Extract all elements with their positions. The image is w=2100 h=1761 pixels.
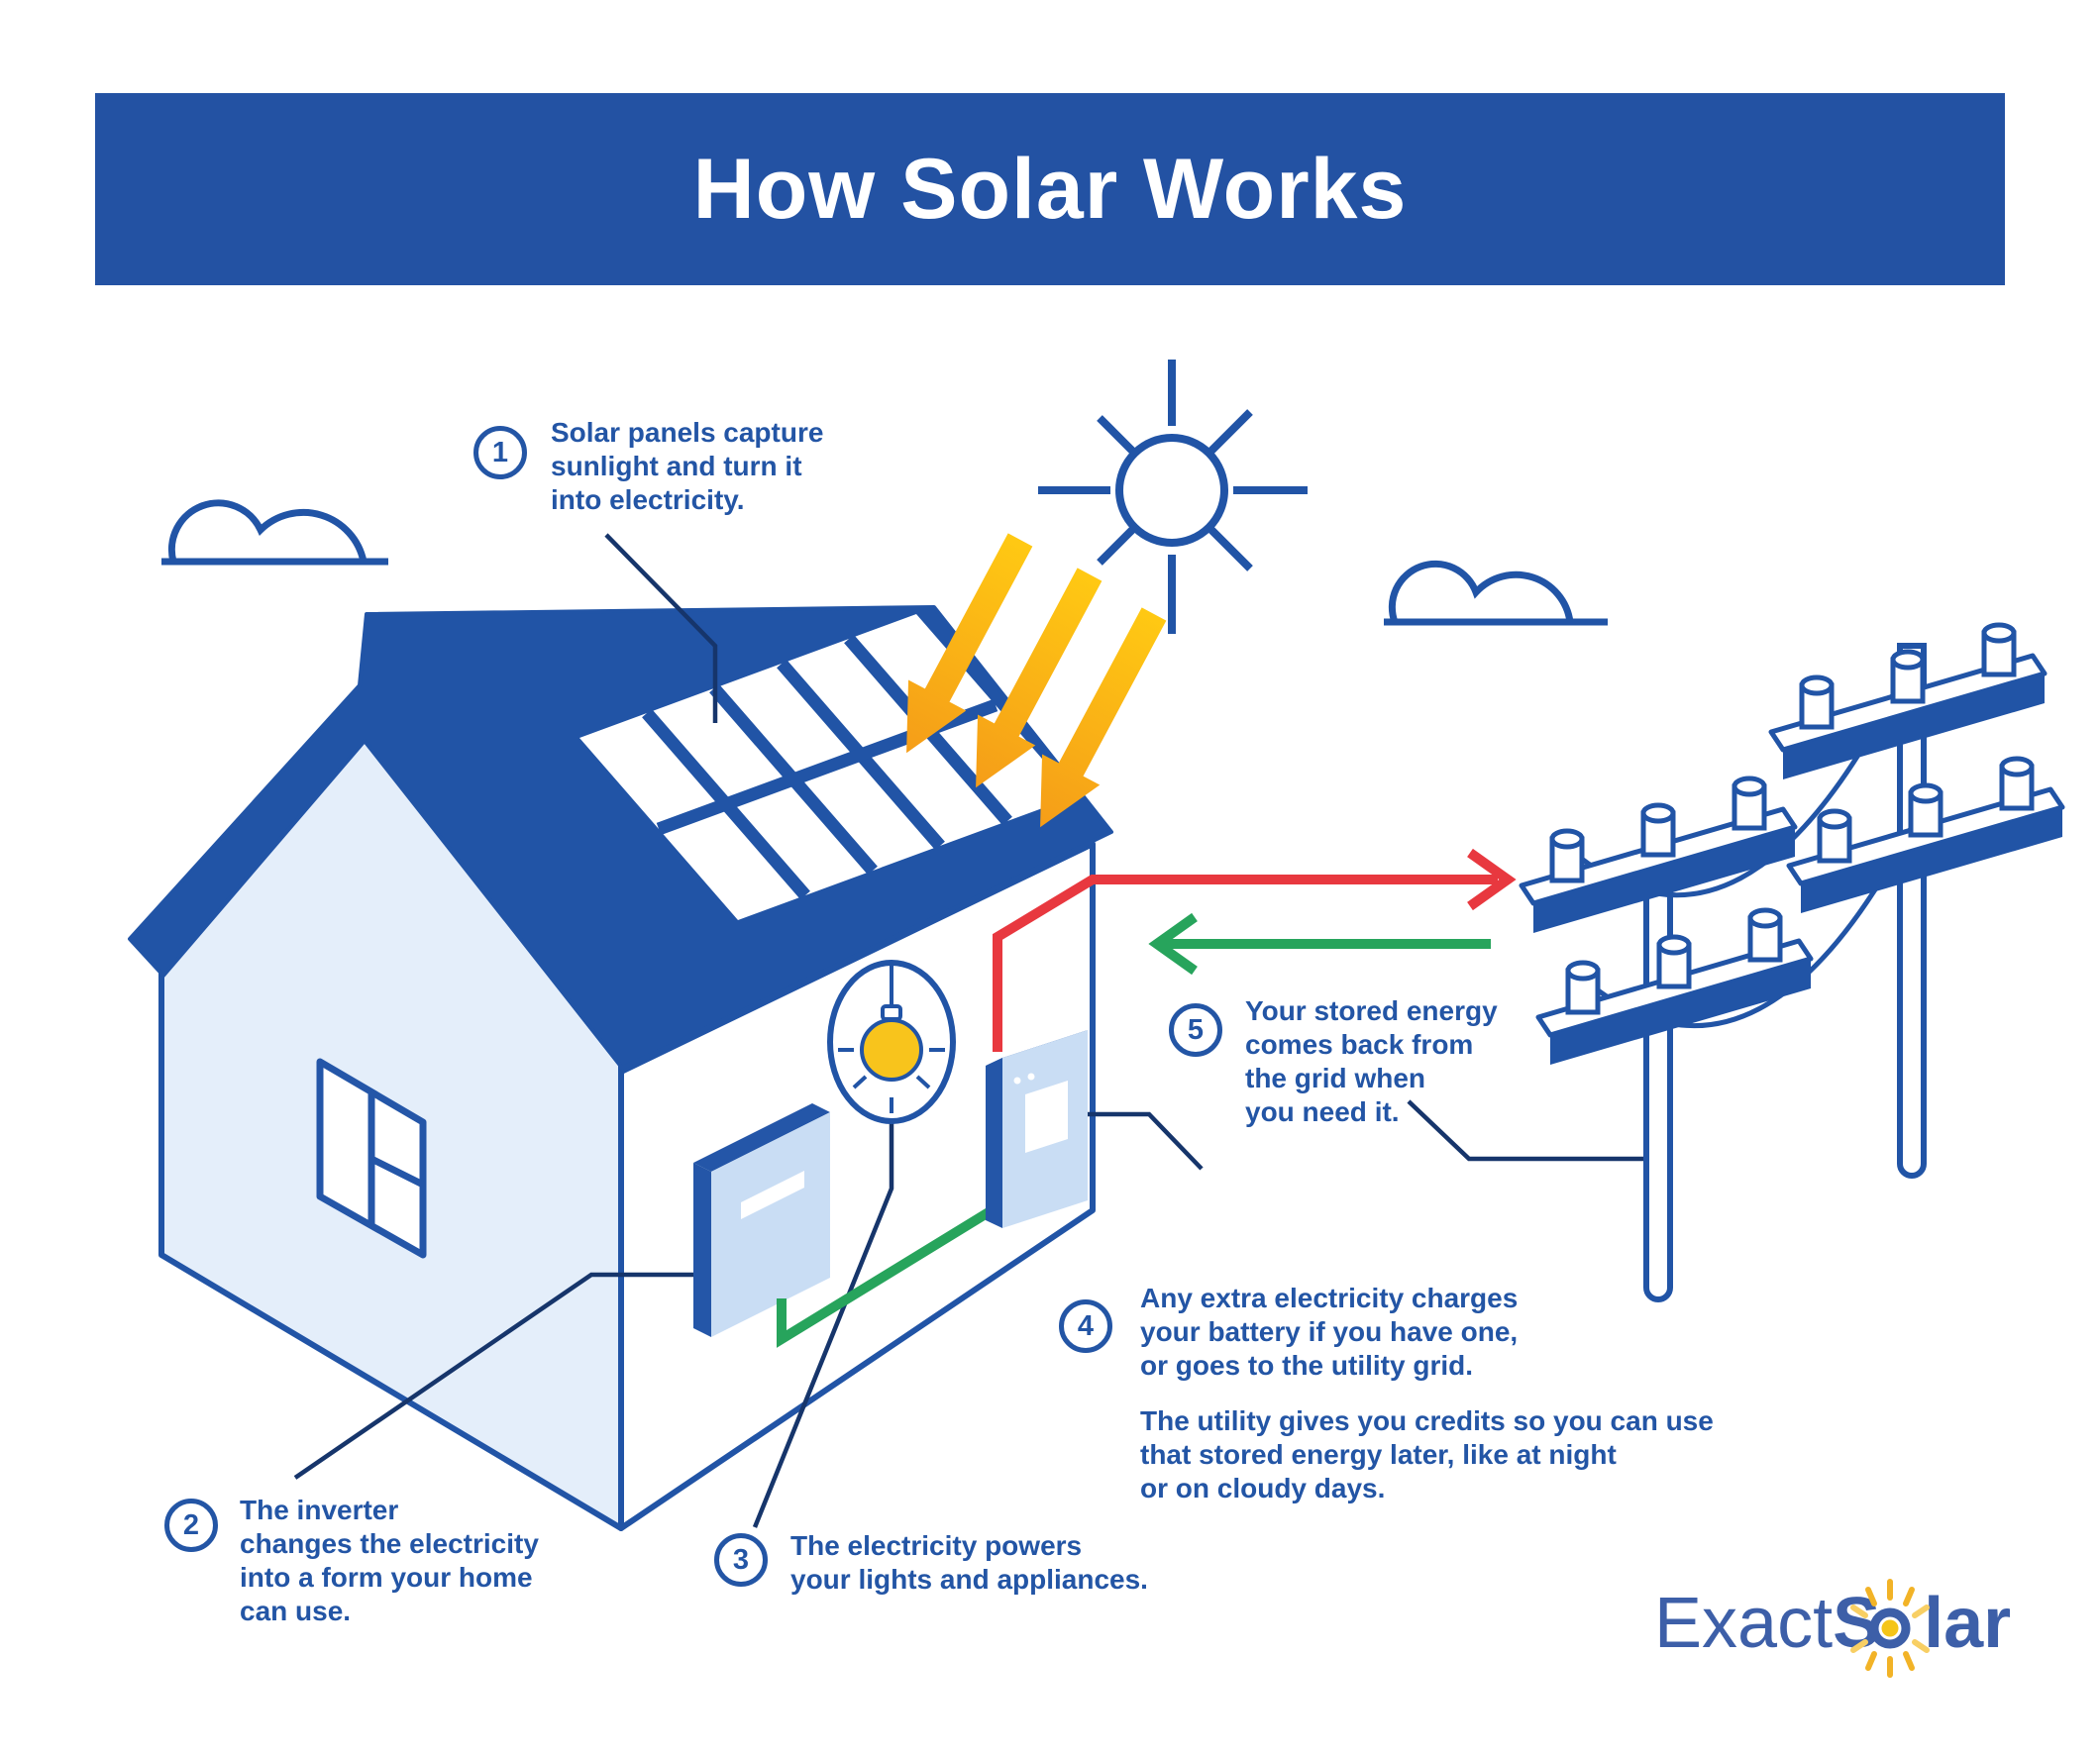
step-5-text: Your stored energy comes back from the g… xyxy=(1245,995,1498,1127)
logo-text-exact: Exact xyxy=(1654,1584,1834,1663)
step-3-number-label: 3 xyxy=(732,1543,750,1576)
step-2-number: 2 xyxy=(164,1499,218,1552)
sun-icon xyxy=(1038,360,1308,634)
utility-poles-icon xyxy=(1519,622,2065,1302)
logo-text-lar: lar xyxy=(1924,1584,2012,1663)
exactsolar-logo: ExactSolar xyxy=(1654,1579,2012,1692)
step-1-number-label: 1 xyxy=(491,436,509,468)
title-banner: How Solar Works xyxy=(95,93,2005,285)
front-wall xyxy=(618,841,1096,1531)
page-title: How Solar Works xyxy=(692,141,1408,237)
callout-line-4 xyxy=(1083,1111,1204,1171)
step-3-number: 3 xyxy=(714,1533,768,1587)
green-wire xyxy=(777,1181,1035,1348)
red-wire-to-grid-arrow xyxy=(993,848,1517,1052)
step-2-text: The inverter changes the electricity int… xyxy=(240,1495,539,1626)
sunlight-arrows-icon xyxy=(906,533,1167,828)
cloud-icon-left xyxy=(161,499,388,566)
callout-line-3 xyxy=(752,1123,894,1528)
callout-line-1 xyxy=(604,533,718,723)
cloud-icon-right xyxy=(1384,560,1608,626)
battery-icon xyxy=(986,1030,1088,1228)
step-1-text: Solar panels capture sunlight and turn i… xyxy=(551,417,824,515)
house-illustration xyxy=(128,605,1113,1531)
window-icon xyxy=(316,1058,427,1259)
step-2-number-label: 2 xyxy=(182,1508,200,1541)
callout-line-2 xyxy=(293,1272,693,1480)
callout-lines xyxy=(293,533,1644,1528)
green-wire-from-grid-arrow xyxy=(1148,912,1491,976)
step-4-text-2: The utility gives you credits so you can… xyxy=(1140,1405,1714,1503)
logo-text-s: S xyxy=(1833,1584,1881,1663)
step-4-number: 4 xyxy=(1059,1299,1112,1353)
step-1-number: 1 xyxy=(473,426,527,479)
step-5-number-label: 5 xyxy=(1187,1013,1205,1046)
step-5-number: 5 xyxy=(1169,1003,1222,1057)
callout-line-5 xyxy=(1407,1099,1644,1162)
step-3-text: The electricity powers your lights and a… xyxy=(790,1530,1148,1595)
step-4-number-label: 4 xyxy=(1077,1309,1095,1342)
inverter-icon xyxy=(693,1103,830,1337)
step-4-text: Any extra electricity charges your batte… xyxy=(1140,1283,1519,1381)
lightbulb-icon xyxy=(827,960,956,1124)
